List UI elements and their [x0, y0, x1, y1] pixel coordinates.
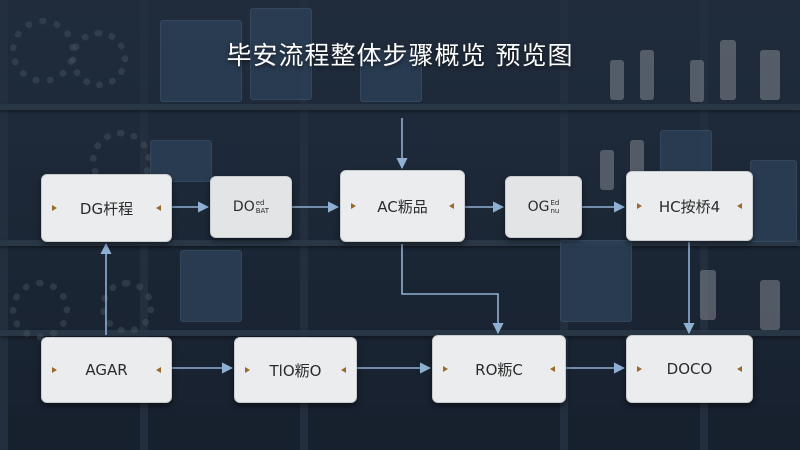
node-ro[interactable]: RO粝C — [432, 335, 566, 403]
diagram-title: 毕安流程整体步骤概览 预览图 — [226, 41, 574, 70]
node-do-label: DO — [232, 199, 255, 215]
node-og-sub: nu — [550, 207, 560, 215]
node-doco[interactable]: DOCO — [626, 335, 753, 403]
node-agar-label: AGAR — [85, 361, 128, 379]
node-og-label: OG — [527, 199, 550, 215]
node-do[interactable]: DO ed BAT — [207, 176, 292, 242]
node-dg[interactable]: DG杆程 — [41, 174, 172, 242]
node-og-sup: Ed — [550, 199, 560, 207]
node-hc-label: HC按桥4 — [658, 197, 721, 216]
node-og[interactable]: OG Ed nu — [502, 176, 582, 242]
node-do-sup: ed — [255, 199, 265, 207]
node-doco-label: DOCO — [666, 360, 713, 378]
node-agar[interactable]: AGAR — [41, 337, 172, 403]
node-ro-label: RO粝C — [475, 360, 523, 379]
node-tlo[interactable]: TlO粝O — [234, 337, 357, 403]
node-tlo-label: TlO粝O — [269, 361, 322, 380]
node-do-sub: BAT — [255, 207, 270, 215]
node-ac-label: AC粝品 — [377, 197, 428, 216]
node-hc[interactable]: HC按桥4 — [626, 171, 753, 241]
node-ac[interactable]: AC粝品 — [340, 170, 465, 242]
arrow-ac-to-ro — [401, 244, 504, 335]
node-dg-label: DG杆程 — [79, 199, 134, 218]
